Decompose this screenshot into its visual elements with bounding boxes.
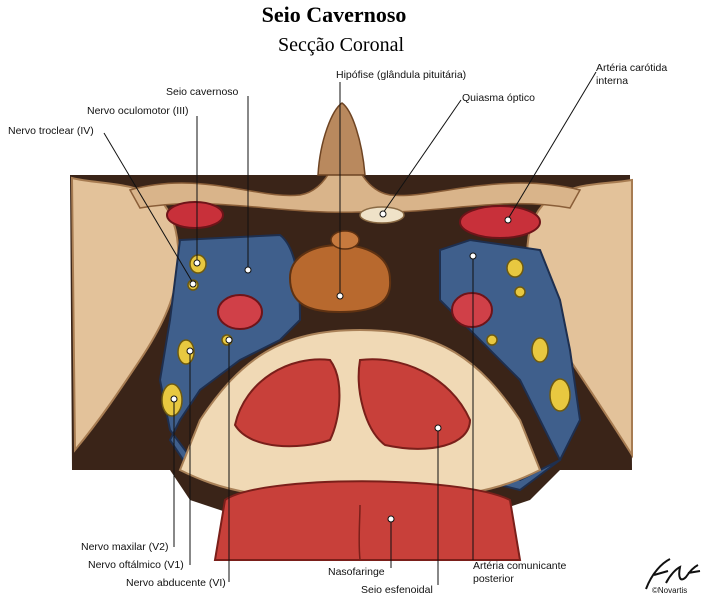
carotid-artery-left-sinus <box>217 294 263 330</box>
diagram-title: Seio Cavernoso <box>261 2 407 27</box>
carotid-artery-right-top <box>459 205 541 239</box>
label-seio-cavernoso: Seio cavernoso <box>166 86 239 98</box>
label-quiasma-optico: Quiasma óptico <box>462 92 535 104</box>
label-nervo-oculomotor: Nervo oculomotor (III) <box>87 105 189 117</box>
sphenoidal-sinus-right <box>357 358 472 450</box>
label-arteria-comunicante-2: posterior <box>473 573 514 585</box>
sphenoidal-sinus-left <box>233 358 341 448</box>
pituitary-stalk-top <box>330 230 360 250</box>
carotid-artery-left-top <box>166 201 224 229</box>
abducent-nerve-right <box>486 334 498 346</box>
leader-lines <box>103 71 597 585</box>
credit-novartis: ©Novartis <box>652 586 688 595</box>
trochlear-nerve-right <box>514 286 526 298</box>
label-nervo-abducente: Nervo abducente (VI) <box>126 577 226 589</box>
label-arteria-comunicante-1: Artéria comunicante <box>473 560 567 572</box>
target-dots <box>170 210 512 523</box>
infundibulum <box>317 102 366 176</box>
label-seio-esfenoidal: Seio esfenoidal <box>361 584 433 596</box>
diagram-subtitle: Secção Coronal <box>277 34 405 56</box>
ophthalmic-nerve-right <box>531 337 549 363</box>
label-arteria-carotida-2: interna <box>596 75 629 87</box>
label-nervo-oftalmico: Nervo oftálmico (V1) <box>88 559 184 571</box>
netter-signature <box>645 558 701 590</box>
nasopharynx <box>213 480 522 561</box>
label-hipofise: Hipófise (glândula pituitária) <box>336 69 467 81</box>
label-arteria-carotida-1: Artéria carótida <box>596 62 668 74</box>
label-nervo-troclear: Nervo troclear (IV) <box>8 125 94 137</box>
oculomotor-nerve-right <box>506 258 524 278</box>
carotid-artery-right-sinus <box>451 292 493 328</box>
label-nasofaringe: Nasofaringe <box>328 566 385 578</box>
maxillary-nerve-right <box>549 378 571 412</box>
label-nervo-maxilar: Nervo maxilar (V2) <box>81 541 169 553</box>
